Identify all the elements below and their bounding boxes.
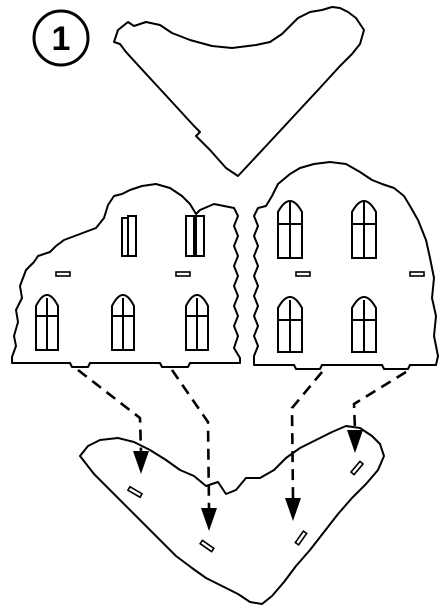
arched-window-l1 [36, 295, 58, 350]
left-wall-slot-2 [176, 272, 190, 276]
right-wall-slot-1 [296, 272, 310, 276]
arched-window-r1 [278, 201, 302, 258]
left-wall-piece [12, 184, 240, 367]
arched-window-r3 [278, 297, 302, 352]
arched-window-l2 [112, 295, 134, 350]
window-upper-1b [128, 216, 136, 256]
base-floor-piece [80, 426, 384, 604]
base-outline [80, 426, 384, 604]
top-v-piece [114, 7, 364, 176]
arched-window-l3 [186, 295, 208, 350]
right-wall-piece [254, 162, 438, 369]
right-wall-slot-2 [410, 272, 424, 276]
left-wall-slot-1 [56, 272, 70, 276]
arched-window-r2 [352, 201, 376, 258]
arched-window-r4 [352, 297, 376, 352]
step-number: 1 [52, 20, 71, 58]
step-badge: 1 [34, 11, 88, 65]
window-upper-2b [196, 216, 204, 256]
window-upper-2a [186, 216, 194, 256]
